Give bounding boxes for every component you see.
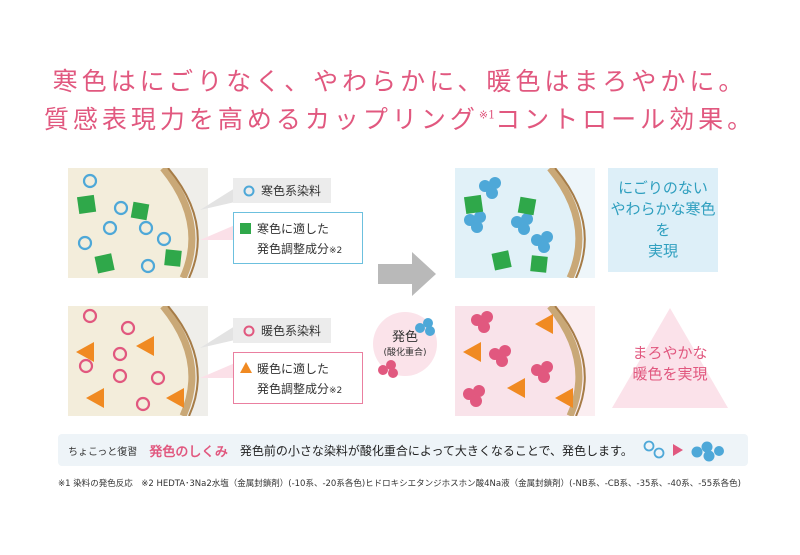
review-bar: ちょこっと復習 発色のしくみ 発色前の小さな染料が酸化重合によって大きくなること… xyxy=(58,434,748,466)
headline-line2: 質感表現力を高めるカップリング※1コントロール効果。 xyxy=(0,100,800,136)
cool-component-line2: 発色調整成分 xyxy=(257,241,330,256)
warm-component-line2: 発色調整成分 xyxy=(257,381,330,396)
footnote: ※1 染料の発色反応 ※2 HEDTA･3Na2水塩（金属封鎖剤）(-10系、-… xyxy=(58,479,742,489)
warm-after-illustration xyxy=(455,306,595,416)
cool-result-box: にごりのない やわらかな寒色を 実現 xyxy=(608,168,718,272)
review-title: 発色のしくみ xyxy=(149,444,228,460)
right-arrow-icon xyxy=(378,252,436,296)
cuticle-edge xyxy=(547,168,583,278)
headline-line2-main: 質感表現力を高めるカップリング xyxy=(43,105,479,134)
cool-component-label: 寒色に適した 発色調整成分※2 xyxy=(233,212,363,264)
warm-component xyxy=(76,336,184,408)
warm-dye-text: 暖色系染料 xyxy=(261,324,322,338)
green-square-icon xyxy=(240,222,251,234)
review-text: 発色前の小さな染料が酸化重合によって大きくなることで、発色します。 xyxy=(239,443,633,458)
cuticle-edge xyxy=(160,306,196,416)
headline-line2-tail: コントロール効果。 xyxy=(495,105,757,134)
cool-component xyxy=(463,194,548,273)
cool-dye-text: 寒色系染料 xyxy=(261,184,322,198)
warm-result-line2: 暖色を実現 xyxy=(632,365,708,383)
warm-pointer xyxy=(200,326,235,378)
dye-growth-icon xyxy=(643,440,724,462)
pink-cluster-icon xyxy=(378,360,398,378)
warm-dye-label: 暖色系染料 xyxy=(233,318,332,343)
pink-ring-icon xyxy=(243,325,255,336)
warm-component-label: 暖色に適した 発色調整成分※2 xyxy=(233,352,363,404)
cool-result-line3: 実現 xyxy=(647,242,678,260)
reaction-subtitle: (酸化重合) xyxy=(383,348,427,358)
cool-component-mark: ※2 xyxy=(329,245,343,256)
cool-component xyxy=(76,194,182,274)
review-tag: ちょこっと復習 xyxy=(68,446,138,458)
warm-component xyxy=(463,314,573,408)
cool-dye-small xyxy=(77,173,172,274)
headline-line1: 寒色はにごりなく、やわらかに、暖色はまろやかに。 xyxy=(52,67,748,96)
cool-result-line2: やわらかな寒色を xyxy=(610,200,716,239)
warm-dye-small xyxy=(78,308,166,412)
blue-ring-icon xyxy=(243,185,255,196)
orange-triangle-icon xyxy=(240,362,252,373)
cool-after-illustration xyxy=(455,168,595,278)
warm-after-panel xyxy=(455,306,595,416)
cool-result-line1: にごりのない xyxy=(618,179,708,197)
warm-result-text: まろやかな 暖色を実現 xyxy=(612,336,728,392)
blue-cluster-icon xyxy=(415,318,435,336)
reaction-title: 発色 xyxy=(391,330,418,345)
cool-before-panel xyxy=(68,168,208,278)
headline-note-mark: ※1 xyxy=(478,108,496,122)
warm-component-mark: ※2 xyxy=(329,385,343,396)
warm-dye-large xyxy=(463,311,553,407)
cool-before-illustration xyxy=(68,168,208,278)
cool-pointer xyxy=(200,188,235,240)
warm-result-line1: まろやかな xyxy=(632,344,708,362)
warm-before-illustration xyxy=(68,306,208,416)
cool-component-line1: 寒色に適した xyxy=(257,221,330,236)
warm-before-panel xyxy=(68,306,208,416)
warm-result-triangle xyxy=(612,308,728,408)
cool-dye-large xyxy=(464,177,553,253)
warm-component-line1: 暖色に適した xyxy=(257,361,330,376)
cuticle-edge xyxy=(160,168,196,278)
cool-dye-label: 寒色系染料 xyxy=(233,178,332,203)
cuticle-edge xyxy=(547,306,583,416)
cool-after-panel xyxy=(455,168,595,278)
